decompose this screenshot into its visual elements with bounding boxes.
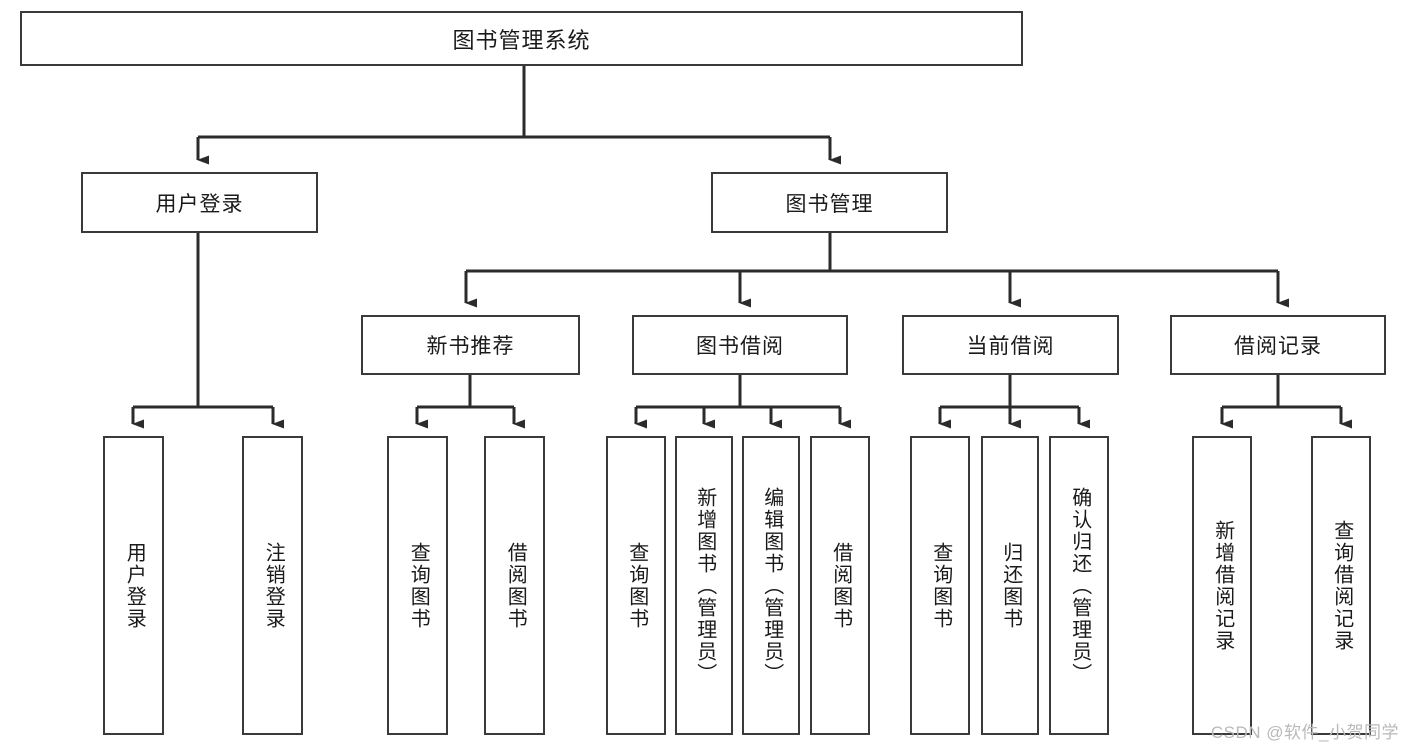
node-user-login[interactable]: 用户登录 <box>81 172 318 233</box>
node-leaf-user-login[interactable]: 用户登录 <box>103 436 164 735</box>
node-leaf-query-book-2-label: 查询图书 <box>625 541 648 630</box>
csdn-watermark: CSDN @软件_小贺同学 <box>1210 723 1399 742</box>
node-leaf-logout-label: 注销登录 <box>262 541 285 630</box>
node-leaf-query-book-2[interactable]: 查询图书 <box>606 436 666 735</box>
node-leaf-return-book[interactable]: 归还图书 <box>981 436 1039 735</box>
node-leaf-add-book[interactable]: 新增图书（管理员） <box>675 436 733 735</box>
node-current-borrow-label: 当前借阅 <box>966 335 1055 358</box>
node-book-management[interactable]: 图书管理 <box>711 172 948 233</box>
node-borrow-record-label: 借阅记录 <box>1234 335 1322 358</box>
node-leaf-query-record[interactable]: 查询借阅记录 <box>1311 436 1371 735</box>
node-leaf-return-book-label: 归还图书 <box>999 541 1022 630</box>
node-leaf-query-book-3-label: 查询图书 <box>929 541 952 630</box>
node-leaf-query-record-label: 查询借阅记录 <box>1330 519 1353 652</box>
node-current-borrow[interactable]: 当前借阅 <box>902 315 1119 375</box>
node-leaf-edit-book[interactable]: 编辑图书（管理员） <box>742 436 800 735</box>
node-root[interactable]: 图书管理系统 <box>20 11 1023 66</box>
node-book-borrow-label: 图书借阅 <box>696 335 784 358</box>
node-user-login-label: 用户登录 <box>155 192 244 216</box>
node-new-book-recommend[interactable]: 新书推荐 <box>361 315 580 375</box>
node-leaf-confirm-return[interactable]: 确认归还（管理员） <box>1049 436 1109 735</box>
node-root-label: 图书管理系统 <box>452 27 591 53</box>
node-leaf-borrow-book-1[interactable]: 借阅图书 <box>484 436 545 735</box>
node-leaf-edit-book-label: 编辑图书（管理员） <box>760 486 783 685</box>
node-leaf-query-book-3[interactable]: 查询图书 <box>910 436 970 735</box>
node-leaf-query-book-1[interactable]: 查询图书 <box>387 436 448 735</box>
node-new-book-recommend-label: 新书推荐 <box>426 335 515 358</box>
node-leaf-borrow-book-2[interactable]: 借阅图书 <box>810 436 870 735</box>
node-borrow-record[interactable]: 借阅记录 <box>1170 315 1386 375</box>
node-book-management-label: 图书管理 <box>785 192 874 216</box>
node-leaf-borrow-book-1-label: 借阅图书 <box>504 541 527 630</box>
node-leaf-borrow-book-2-label: 借阅图书 <box>829 541 852 630</box>
node-leaf-add-record-label: 新增借阅记录 <box>1211 519 1234 652</box>
node-leaf-user-login-label: 用户登录 <box>123 541 146 630</box>
node-leaf-query-book-1-label: 查询图书 <box>407 541 430 630</box>
node-leaf-confirm-return-label: 确认归还（管理员） <box>1068 486 1091 685</box>
node-book-borrow[interactable]: 图书借阅 <box>632 315 848 375</box>
node-leaf-add-record[interactable]: 新增借阅记录 <box>1192 436 1252 735</box>
node-leaf-logout[interactable]: 注销登录 <box>242 436 303 735</box>
node-leaf-add-book-label: 新增图书（管理员） <box>693 486 716 685</box>
